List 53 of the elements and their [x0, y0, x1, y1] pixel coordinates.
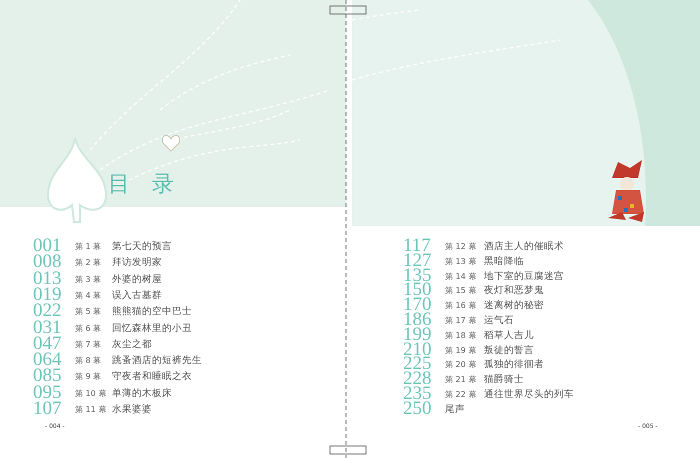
- chapter-label: 第 9 幕: [75, 371, 102, 382]
- chapter-label: 第 21 幕: [445, 374, 476, 386]
- title: 目录: [108, 173, 196, 197]
- chapter-title: 守夜者和睡眠之衣: [112, 371, 192, 382]
- chapter-title: 单薄的木板床: [112, 388, 172, 399]
- chapter-label: 第 2 幕: [75, 257, 102, 268]
- chapter-title: 地下室的豆腐迷宫: [484, 270, 564, 282]
- chapter-title: 外婆的树屋: [112, 274, 162, 285]
- chapter-label: 第 15 幕: [445, 285, 476, 296]
- page-number: 008: [33, 252, 62, 272]
- page-number: 047: [33, 334, 62, 353]
- chapter-label: 第 16 幕: [445, 300, 476, 312]
- chapter-title: 运气石: [484, 315, 514, 326]
- chapter-label: 第 3 幕: [75, 274, 102, 285]
- chapter-label: 第 22 幕: [445, 389, 476, 400]
- page-number: 001: [33, 236, 62, 255]
- chapter-label: 第 7 幕: [75, 338, 102, 350]
- chapter-label: 第 12 幕: [445, 241, 476, 252]
- chapter-title: 水果婆婆: [112, 404, 152, 415]
- chapter-title: 熊熊猫的空中巴士: [112, 306, 192, 318]
- chapter-label: 第 10 幕: [75, 388, 106, 399]
- page-number: 022: [33, 301, 62, 320]
- chapter-title: 通往世界尽头的列车: [484, 389, 574, 400]
- chapter-label: 第 20 幕: [445, 359, 476, 370]
- chapter-label: 第 13 幕: [445, 256, 476, 267]
- chapter-label: 第 6 幕: [75, 322, 102, 334]
- chapter-title: 尾声: [445, 404, 465, 415]
- chapter-title: 猫爵骑士: [484, 374, 524, 386]
- chapter-label: 第 4 幕: [75, 290, 102, 301]
- chapter-label: 第 11 幕: [75, 404, 106, 415]
- chapter-label: 第 1 幕: [75, 241, 102, 252]
- chapter-title: 回忆森林里的小丑: [112, 322, 192, 334]
- chapter-title: 夜灯和恶梦鬼: [484, 285, 544, 296]
- page-number: 031: [33, 318, 62, 336]
- chapter-title: 灰尘之都: [112, 338, 152, 350]
- chapter-title: 拜访发明家: [112, 257, 162, 268]
- chapter-title: 孤独的徘徊者: [484, 359, 544, 370]
- chapter-label: 第 17 幕: [445, 315, 476, 326]
- chapter-title: 稻草人吉儿: [484, 330, 534, 341]
- chapter-label: 第 18 幕: [445, 330, 476, 341]
- page-number: 095: [33, 382, 62, 402]
- chapter-title: 跳蚤酒店的短裤先生: [112, 355, 202, 366]
- page-number: 107: [33, 399, 62, 418]
- chapter-label: 第 8 幕: [75, 355, 102, 366]
- chapter-title: 叛徒的誓言: [484, 344, 534, 356]
- chapter-label: 第 19 幕: [445, 344, 476, 356]
- chapter-title: 第七天的预言: [112, 241, 172, 252]
- chapter-title: 黑暗降临: [484, 256, 524, 267]
- chapter-title: 迷离树的秘密: [484, 300, 544, 312]
- chapter-label: 第 5 幕: [75, 306, 102, 318]
- chapter-label: 第 14 幕: [445, 270, 476, 282]
- chapter-title: 误入古墓群: [112, 290, 162, 301]
- chapter-title: 酒店主人的催眠术: [484, 241, 564, 252]
